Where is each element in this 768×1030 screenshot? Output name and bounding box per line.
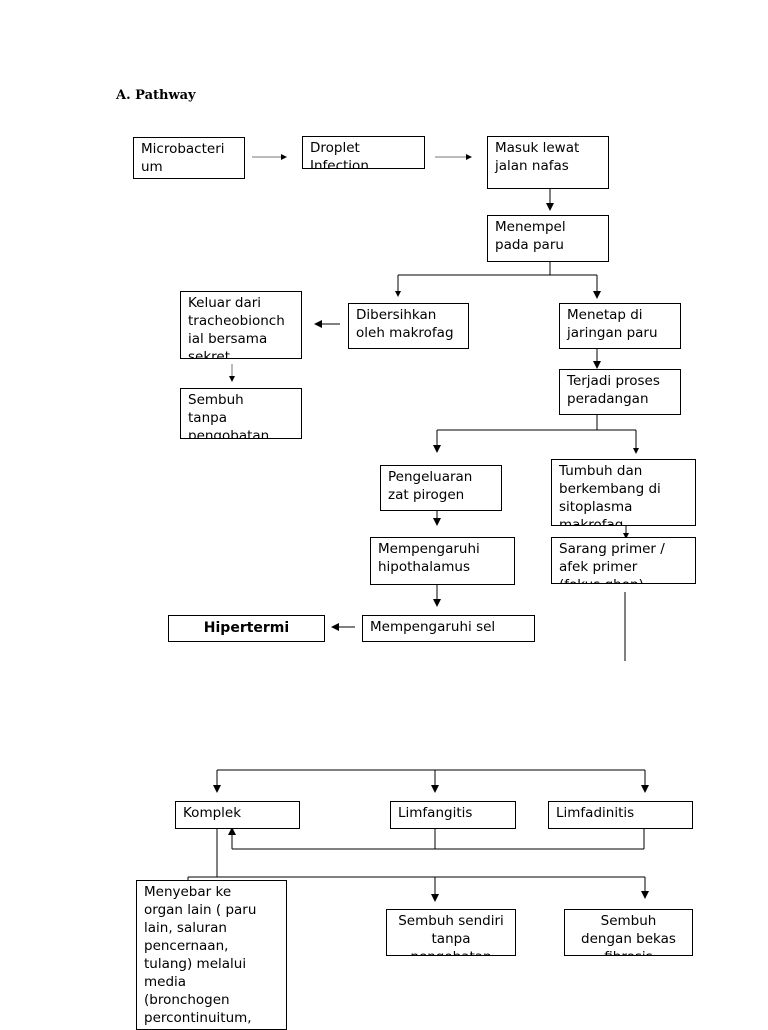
node-terjadi-proses-peradangan: Terjadi proses peradangan	[559, 369, 681, 415]
node-pengeluaran-zat-pirogen: Pengeluaran zat pirogen	[380, 465, 502, 511]
node-sembuh-dengan-bekas: Sembuh dengan bekas fibrosis	[564, 909, 693, 956]
node-limfangitis: Limfangitis	[390, 801, 516, 829]
node-mempengaruhi-sel: Mempengaruhi sel	[362, 615, 535, 642]
node-hipertermi: Hipertermi	[168, 615, 325, 642]
node-menetap-di-jaringan-paru: Menetap di jaringan paru	[559, 303, 681, 349]
node-sembuh-sendiri-tanpa: Sembuh sendiri tanpa pengobatan	[386, 909, 516, 956]
node-masuk-lewat-jalan-nafas: Masuk lewat jalan nafas	[487, 136, 609, 189]
node-dibersihkan-oleh-makrofag: Dibersihkan oleh makrofag	[348, 303, 469, 349]
node-tumbuh-dan-berkembang: Tumbuh dan berkembang di sitoplasma makr…	[551, 459, 696, 526]
node-sembuh-tanpa-pengobatan: Sembuh tanpa pengobatan	[180, 388, 302, 439]
node-droplet-infection: Droplet Infection	[302, 136, 425, 169]
node-sarang-primer: Sarang primer / afek primer (fokus ghon)	[551, 537, 696, 584]
node-microbacterium: Microbacteri um	[133, 137, 245, 179]
node-komplek: Komplek	[175, 801, 300, 829]
node-mempengaruhi-hipothalamus: Mempengaruhi hipothalamus	[370, 537, 515, 585]
node-keluar-dari-tracheobionchial: Keluar dari tracheobionch ial bersama se…	[180, 291, 302, 359]
page-heading: A. Pathway	[116, 88, 196, 103]
node-menyebar-ke-organ-lain: Menyebar ke organ lain ( paru lain, salu…	[136, 880, 287, 1030]
node-menempel-pada-paru: Menempel pada paru	[487, 215, 609, 262]
node-limfadinitis: Limfadinitis	[548, 801, 693, 829]
